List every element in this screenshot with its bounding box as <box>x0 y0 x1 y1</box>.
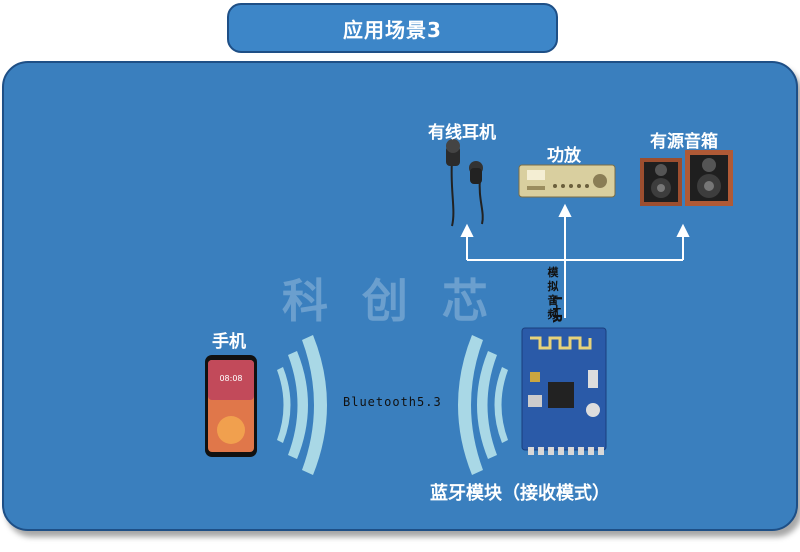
speaker-icon <box>640 150 733 206</box>
diagram-panel <box>2 61 798 531</box>
connection-lines <box>460 203 690 318</box>
wired-earphone-label: 有线耳机 <box>428 123 496 143</box>
amplifier-label: 功放 <box>547 146 581 166</box>
module-label: 蓝牙模块（接收模式） <box>430 483 610 504</box>
active-speaker-label: 有源音箱 <box>650 132 718 152</box>
phone-icon <box>205 355 257 457</box>
amplifier-icon <box>518 164 616 198</box>
watermark: 科创芯 <box>282 274 522 328</box>
page-title: 应用场景3 <box>227 3 558 53</box>
phone-label: 手机 <box>212 332 246 352</box>
wave-left-icon <box>277 335 327 475</box>
lr-label: L+R <box>550 296 564 323</box>
phone-time: 08:08 <box>219 374 242 383</box>
bluetooth-label: Bluetooth5.3 <box>343 395 442 409</box>
wave-right-icon <box>458 335 508 475</box>
bluetooth-module-icon <box>521 327 607 455</box>
analog-audio-label: 模 拟 音 频 <box>547 266 559 321</box>
earphone-icon <box>446 139 484 227</box>
